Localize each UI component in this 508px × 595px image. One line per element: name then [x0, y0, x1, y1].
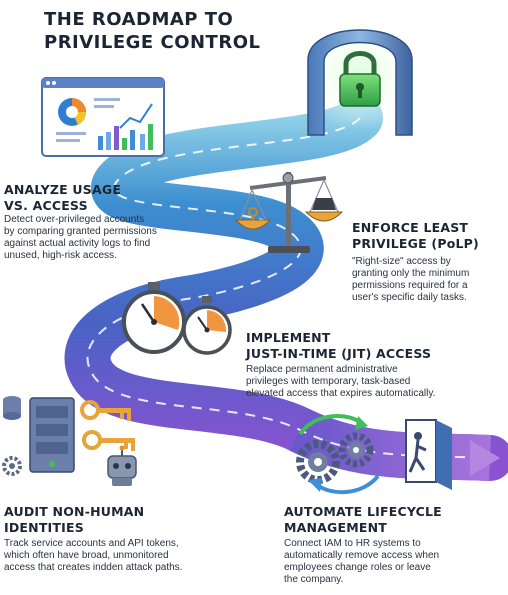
dashboard-icon: [41, 77, 165, 157]
body-line: privileges with temporary, task-based: [246, 376, 411, 387]
door-exit-icon: [405, 419, 452, 490]
step-title-line: ANALYZE USAGE: [4, 182, 122, 197]
body-line: user's specific daily tasks.: [352, 292, 467, 303]
body-line: employees change roles or leave: [284, 562, 431, 573]
step-audit-title: AUDIT NON-HUMAN IDENTITIES: [4, 504, 204, 536]
step-title-line: IMPLEMENT: [246, 330, 331, 345]
body-line: elevated access that expires automatical…: [246, 388, 436, 399]
body-line: granting only the minimum: [352, 268, 470, 279]
step-enforce-body: "Right-size" access by granting only the…: [352, 256, 504, 304]
body-line: by comparing granted permissions: [4, 226, 157, 237]
step-enforce-title: ENFORCE LEAST PRIVILEGE (PoLP): [352, 220, 504, 252]
robot-icon: [107, 445, 137, 486]
body-line: which often have broad, unmonitored: [4, 550, 169, 561]
step-automate-body: Connect IAM to HR systems to automatical…: [284, 538, 504, 586]
body-line: permissions required for a: [352, 280, 468, 291]
body-line: access that creates indden attack paths.: [4, 562, 183, 573]
step-title-line: AUTOMATE LIFECYCLE: [284, 504, 442, 519]
page-title: THE ROADMAP TO PRIVILEGE CONTROL: [44, 8, 304, 54]
title-line-1: THE ROADMAP TO: [44, 9, 234, 30]
title-line-2: PRIVILEGE CONTROL: [44, 32, 261, 53]
step-title-line: ENFORCE LEAST: [352, 220, 469, 235]
step-title-line: AUDIT NON-HUMAN: [4, 504, 145, 519]
step-title-line: JUST-IN-TIME (JIT) ACCESS: [246, 346, 432, 361]
step-analyze-title: ANALYZE USAGE VS. ACCESS: [4, 182, 194, 214]
winding-road: [64, 95, 508, 481]
step-audit-body: Track service accounts and API tokens, w…: [4, 538, 224, 574]
step-title-line: PRIVILEGE (PoLP): [352, 236, 479, 251]
scale-icon: [234, 172, 344, 253]
body-line: Connect IAM to HR systems to: [284, 538, 421, 549]
gear-icon: [2, 456, 22, 476]
server-icon: [3, 396, 75, 473]
stopwatch-icon: [122, 282, 232, 355]
step-title-line: IDENTITIES: [4, 520, 84, 535]
body-line: against actual activity logs to find: [4, 238, 151, 249]
body-line: the company.: [284, 574, 344, 585]
body-line: "Right-size" access by: [352, 256, 451, 267]
step-automate-title: AUTOMATE LIFECYCLE MANAGEMENT: [284, 504, 504, 536]
key-icon: [80, 400, 135, 451]
body-line: Detect over-privileged accounts: [4, 214, 145, 225]
step-jit-title: IMPLEMENT JUST-IN-TIME (JIT) ACCESS: [246, 330, 504, 362]
step-analyze-body: Detect over-privileged accounts by compa…: [4, 214, 214, 262]
body-line: unused, high-risk access.: [4, 250, 117, 261]
step-title-line: VS. ACCESS: [4, 198, 88, 213]
arch-lock-icon: [300, 20, 420, 136]
body-line: Track service accounts and API tokens,: [4, 538, 179, 549]
step-jit-body: Replace permanent administrative privile…: [246, 364, 504, 400]
gear-icon: [296, 413, 380, 495]
body-line: automatically remove access when: [284, 550, 440, 561]
body-line: Replace permanent administrative: [246, 364, 398, 375]
step-title-line: MANAGEMENT: [284, 520, 388, 535]
